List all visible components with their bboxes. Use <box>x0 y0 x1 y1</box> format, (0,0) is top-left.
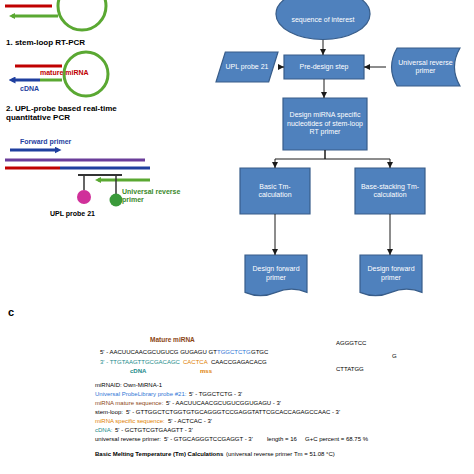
node-label: UPL probe 21 <box>226 63 269 72</box>
document-shape: Design forward primer <box>245 255 307 299</box>
flow-arrow <box>278 67 284 68</box>
outline-path <box>216 52 278 82</box>
sequence-fragment: 5' - AACUUCAACGCUGUCG GUGAGU GT <box>100 349 217 356</box>
rt-primer-strand <box>40 79 62 82</box>
node-label: Basic Tm-calculation <box>244 183 306 200</box>
flow-arrow <box>325 150 390 168</box>
info-line: miRNAID: Own-MiRNA-1 <box>95 382 162 389</box>
outline-path <box>392 48 460 86</box>
template-strand <box>5 159 145 162</box>
info-value: length = 16 <box>267 436 297 443</box>
loop-sequence: G <box>392 353 397 360</box>
process-box: Base-stacking Tm-calculation <box>355 168 425 214</box>
reverse-primer-arrow <box>98 179 150 182</box>
stem-loop-top <box>5 0 106 30</box>
node-label: Design miRNA specific nucleotides of ste… <box>286 111 364 137</box>
outline-path <box>284 55 364 79</box>
info-value: 5' - GCTGTCGTGAAGTT - 3' <box>115 427 193 434</box>
strand-label: mature miRNA <box>40 69 89 77</box>
strand-label: cDNA <box>20 85 39 93</box>
node-text-box: sequence of interest <box>275 0 371 40</box>
mirna-strand <box>15 65 62 68</box>
document-shape: Design forward primer <box>360 255 422 299</box>
node-label: Base-stacking Tm-calculation <box>359 183 421 200</box>
stored-data-shape: Universal reverse primer <box>386 48 460 86</box>
node-text-box: Basic Tm-calculation <box>240 168 310 214</box>
info-value: 5' - GTGCAGGGTCCGAGGT - 3' <box>164 436 253 443</box>
outline-path <box>240 168 310 214</box>
sequence-fragment: GTGC <box>251 349 268 356</box>
info-value: 5' - GTTGGCTCTGGTGTGCAGGGTCCGAGGTATTCGCA… <box>126 409 340 416</box>
calc-note: (universal reverse primer Tm = 51.08 °C) <box>226 451 335 458</box>
process-box: Basic Tm-calculation <box>240 168 310 214</box>
stem-loop <box>58 0 106 30</box>
rt-primer-strand <box>12 15 58 18</box>
info-value: G+C percent = 68.75 % <box>305 436 368 443</box>
primer-label: Universal reverse primer <box>122 188 184 204</box>
cdna-strand <box>12 79 40 82</box>
sequence-fragment: CAACCGAGACACG <box>211 359 267 366</box>
sequence-tag: cDNA <box>130 368 146 375</box>
flow-arrow <box>364 67 386 68</box>
sequence-heading: Mature miRNA <box>150 336 195 343</box>
info-key: miRNA mature sequence: <box>95 400 163 407</box>
outline-path <box>360 255 422 296</box>
outline-path <box>283 98 367 150</box>
info-value: 5' - AACUUCAACGCUGUCGGUGAGU - 3' <box>166 400 281 407</box>
flow-arrow <box>390 214 391 255</box>
outline-path <box>355 168 425 214</box>
primer-label: Forward primer <box>20 138 71 146</box>
stem-loop-rt <box>12 52 108 96</box>
node-text-box: Design forward primer <box>360 255 422 299</box>
flow-arrow <box>324 79 325 98</box>
panel-letter: c <box>8 306 14 319</box>
node-label: Design forward primer <box>364 265 418 282</box>
outline-path <box>245 255 307 296</box>
info-value: 5' - ACTCAC - 3' <box>168 418 212 425</box>
panel-heading: 2. UPL-probe based real-time quantitativ… <box>6 104 156 122</box>
flow-arrow <box>323 40 324 55</box>
reporter-dye <box>77 190 91 204</box>
loop-sequence: AGGGTCC <box>336 340 366 347</box>
node-label: sequence of interest <box>291 16 354 25</box>
panel-heading: 1. stem-loop RT-PCR <box>6 38 85 47</box>
probe-linker <box>115 175 117 194</box>
node-text-box: Design forward primer <box>245 255 307 299</box>
start-terminal: sequence of interest <box>275 0 371 40</box>
sequence-fragment: 3' - TTGTAAGTTGCGACAGC <box>100 359 180 366</box>
node-label: Design forward primer <box>249 265 303 282</box>
flow-arrow <box>275 150 325 168</box>
node-text-box: Universal reverse primer <box>386 48 460 86</box>
info-key: miRNA specific sequence: <box>95 418 165 425</box>
forward-primer-arrow <box>10 149 58 152</box>
info-key: Universal ProbeLibrary probe #21: <box>95 391 186 398</box>
probe-label: UPL probe 21 <box>50 210 95 218</box>
mirna-part <box>5 167 60 170</box>
probe-linker <box>83 175 85 190</box>
quencher-dye <box>110 194 123 207</box>
mirna-strand <box>5 5 52 8</box>
info-key: stem-loop: <box>95 409 123 416</box>
input-parallelogram: UPL probe 21 <box>216 52 278 82</box>
info-key: cDNA: <box>95 427 112 434</box>
sequence-tag: mss <box>200 368 212 375</box>
node-text-box: Design miRNA specific nucleotides of ste… <box>283 98 367 150</box>
node-text-box: UPL probe 21 <box>216 52 278 82</box>
info-key: universal reverse primer: <box>95 436 161 443</box>
flow-arrow <box>275 214 276 255</box>
probe-site-sequence: TGGCTCTG <box>217 349 251 356</box>
outline-ellipse <box>276 0 370 39</box>
loop-sequence: CTTATGG <box>336 366 364 373</box>
node-text-box: Pre-design step <box>284 55 364 79</box>
node-text-box: Base-stacking Tm-calculation <box>355 168 425 214</box>
specific-sequence: CACTCA <box>183 359 208 366</box>
process-box: Pre-design step <box>284 55 364 79</box>
node-label: Pre-design step <box>299 63 348 72</box>
info-value: 5' - TGGCTCTG - 3' <box>189 391 242 398</box>
calc-heading: Basic Melting Temperature (Tm) Calculati… <box>95 451 223 458</box>
process-box: Design miRNA specific nucleotides of ste… <box>283 98 367 150</box>
node-label: Universal reverse primer <box>395 59 456 76</box>
cdna-part <box>60 167 150 170</box>
